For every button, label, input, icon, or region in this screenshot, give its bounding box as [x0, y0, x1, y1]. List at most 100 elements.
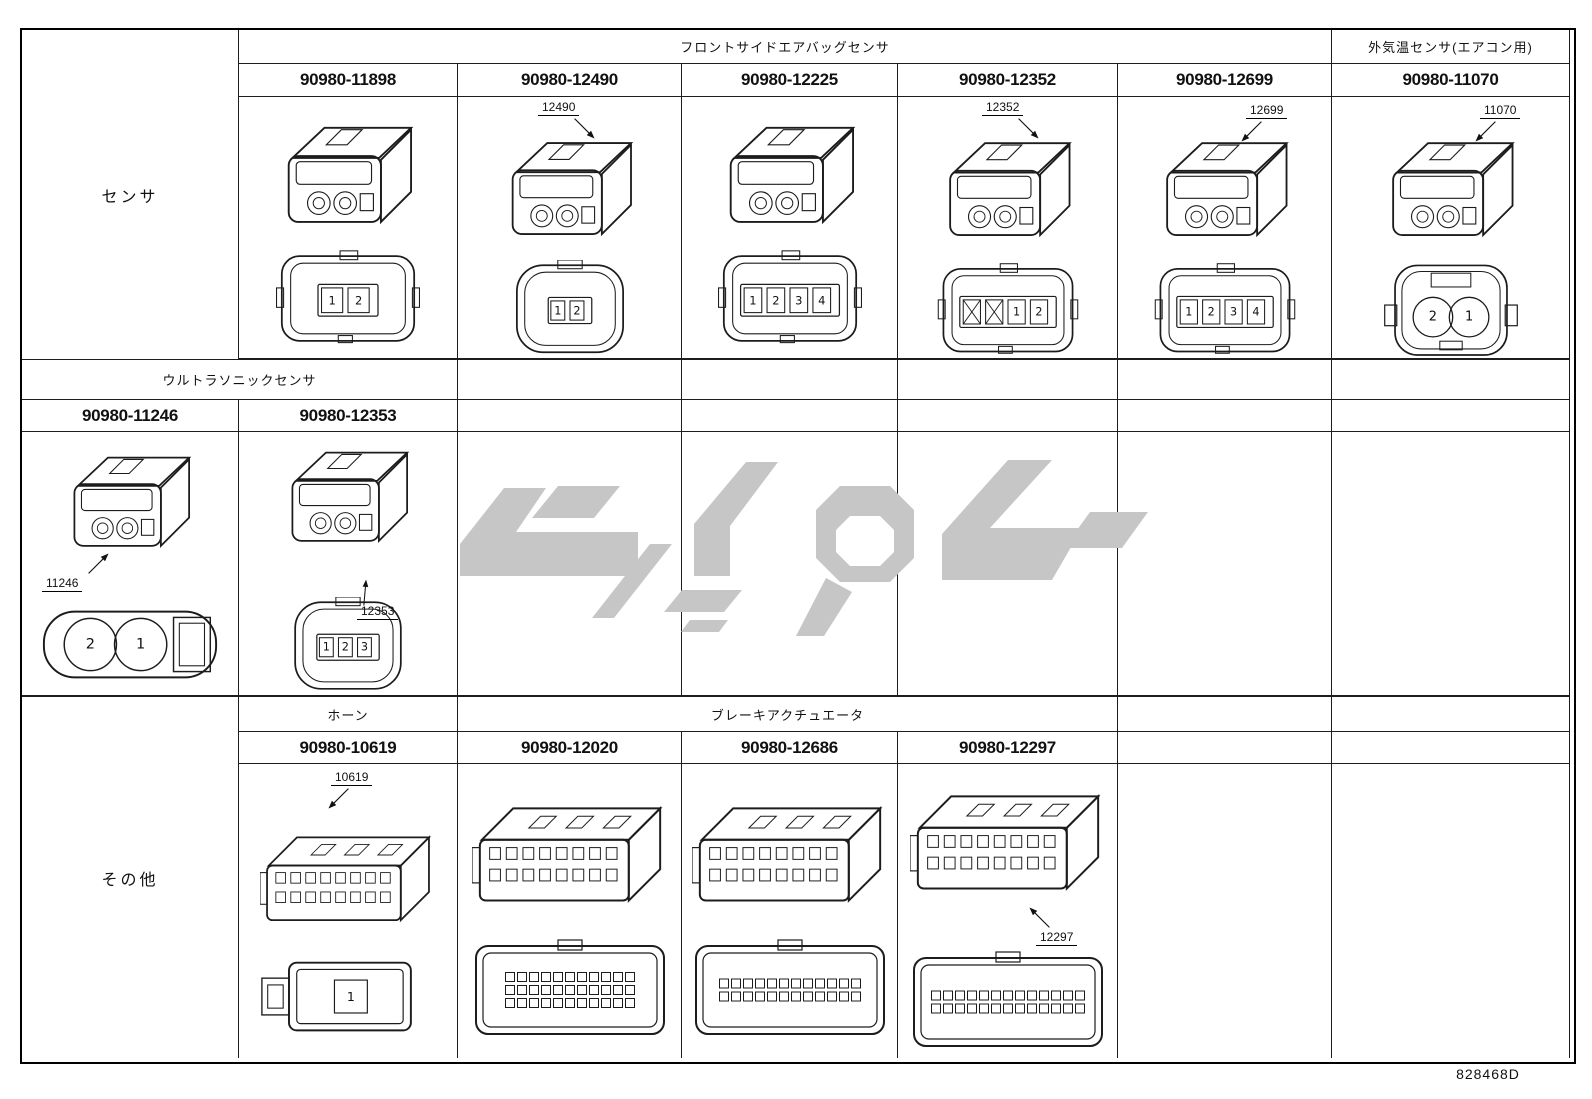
part-number-text: 90980-12353	[299, 405, 397, 425]
connector-iso-drawing	[691, 805, 883, 903]
leader-arrow-icon	[328, 788, 349, 809]
header-ambient-temp-sensor: 外気温センサ(エアコン用)	[1332, 30, 1570, 64]
connector-cell-90980-12686	[682, 764, 898, 1058]
empty-cell	[1118, 360, 1332, 400]
connector-front-drawing	[694, 938, 885, 1035]
connector-iso-drawing	[909, 793, 1101, 891]
header-horn: ホーン	[239, 697, 458, 732]
part-number-90980-12353: 90980-12353	[239, 400, 458, 432]
callout-label: 12490	[538, 100, 580, 116]
part-number-text: 90980-11070	[1402, 70, 1499, 89]
part-number-text: 90980-12686	[741, 737, 838, 757]
connector-front-drawing	[912, 950, 1103, 1047]
part-number-90980-12225: 90980-12225	[682, 64, 898, 97]
connector-iso-drawing	[291, 451, 410, 544]
empty-cell	[1332, 732, 1570, 764]
empty-cell	[898, 432, 1118, 697]
svg-text:4: 4	[1252, 305, 1259, 318]
empty-cell	[682, 400, 898, 432]
row-label-other: その他	[22, 697, 239, 1058]
svg-text:2: 2	[86, 637, 95, 653]
part-number-text: 90980-12297	[959, 737, 1056, 757]
empty-cell	[1118, 697, 1332, 732]
callout-12353: 12353	[357, 579, 399, 620]
connector-iso-drawing	[511, 142, 633, 237]
callout-label: 10619	[331, 770, 373, 786]
svg-text:1: 1	[554, 304, 561, 318]
leader-arrow-icon	[1018, 118, 1039, 139]
row-label-sensor-text: センサ	[101, 188, 159, 206]
document-number: 828468D	[1456, 1066, 1520, 1082]
part-number-90980-11070: 90980-11070	[1332, 64, 1570, 97]
empty-cell	[1332, 697, 1570, 732]
callout-label: 12297	[1036, 930, 1078, 946]
callout-12352: 12352	[982, 100, 1042, 142]
part-number-text: 90980-12225	[741, 70, 838, 89]
part-number-text: 90980-12490	[521, 70, 618, 89]
header-ambient-temp-sensor-text: 外気温センサ(エアコン用)	[1368, 40, 1533, 55]
connector-cell-90980-12020	[458, 764, 682, 1058]
callout-12490: 12490	[538, 100, 598, 142]
connector-iso-drawing	[287, 126, 414, 225]
svg-text:1: 1	[1185, 305, 1192, 318]
callout-label: 12352	[982, 100, 1024, 116]
svg-text:4: 4	[818, 293, 825, 307]
header-brake-actuator-text: ブレーキアクチュエータ	[710, 707, 865, 723]
svg-text:1: 1	[749, 293, 756, 307]
callout-label: 12353	[357, 604, 399, 620]
connector-cell-90980-10619: 10619 1	[239, 764, 458, 1058]
leader-arrow-icon	[1241, 121, 1262, 142]
part-number-90980-12699: 90980-12699	[1118, 64, 1332, 97]
svg-text:1: 1	[323, 641, 330, 654]
connector-front-drawing	[474, 938, 665, 1035]
empty-cell	[1118, 400, 1332, 432]
part-number-90980-12020: 90980-12020	[458, 732, 682, 764]
svg-text:1: 1	[347, 989, 355, 1004]
header-front-side-airbag-sensor-text: フロントサイドエアバッグセンサ	[680, 40, 890, 55]
callout-label: 12699	[1246, 103, 1288, 119]
svg-text:3: 3	[1230, 305, 1237, 318]
part-number-90980-12686: 90980-12686	[682, 732, 898, 764]
callout-label: 11070	[1480, 103, 1521, 119]
part-number-text: 90980-12352	[959, 70, 1056, 89]
part-number-90980-11898: 90980-11898	[239, 64, 458, 97]
empty-cell	[682, 432, 898, 697]
svg-text:2: 2	[355, 293, 362, 307]
connector-iso-drawing	[948, 142, 1072, 238]
svg-text:3: 3	[795, 293, 802, 307]
part-number-90980-12297: 90980-12297	[898, 732, 1118, 764]
part-number-90980-10619: 90980-10619	[239, 732, 458, 764]
connector-iso-drawing	[1165, 142, 1289, 238]
connector-iso-drawing	[471, 805, 663, 903]
parts-table: センサ フロントサイドエアバッグセンサ 外気温センサ(エアコン用) 90980-…	[20, 28, 1576, 1064]
empty-cell	[458, 400, 682, 432]
part-number-90980-11246: 90980-11246	[22, 400, 239, 432]
empty-cell	[898, 400, 1118, 432]
svg-text:2: 2	[1428, 309, 1436, 324]
leader-arrow-icon	[1029, 907, 1050, 928]
svg-text:1: 1	[328, 293, 335, 307]
callout-12699: 12699	[1241, 103, 1288, 145]
header-front-side-airbag-sensor: フロントサイドエアバッグセンサ	[239, 30, 1332, 64]
connector-iso-drawing	[729, 126, 855, 225]
callout-11070: 11070	[1475, 103, 1521, 145]
row-label-sensor: センサ	[22, 30, 239, 360]
empty-cell	[682, 360, 898, 400]
header-ultrasonic-sensor-text: ウルトラソニックセンサ	[162, 373, 317, 388]
header-brake-actuator: ブレーキアクチュエータ	[458, 697, 1118, 732]
callout-label: 11246	[42, 576, 83, 592]
